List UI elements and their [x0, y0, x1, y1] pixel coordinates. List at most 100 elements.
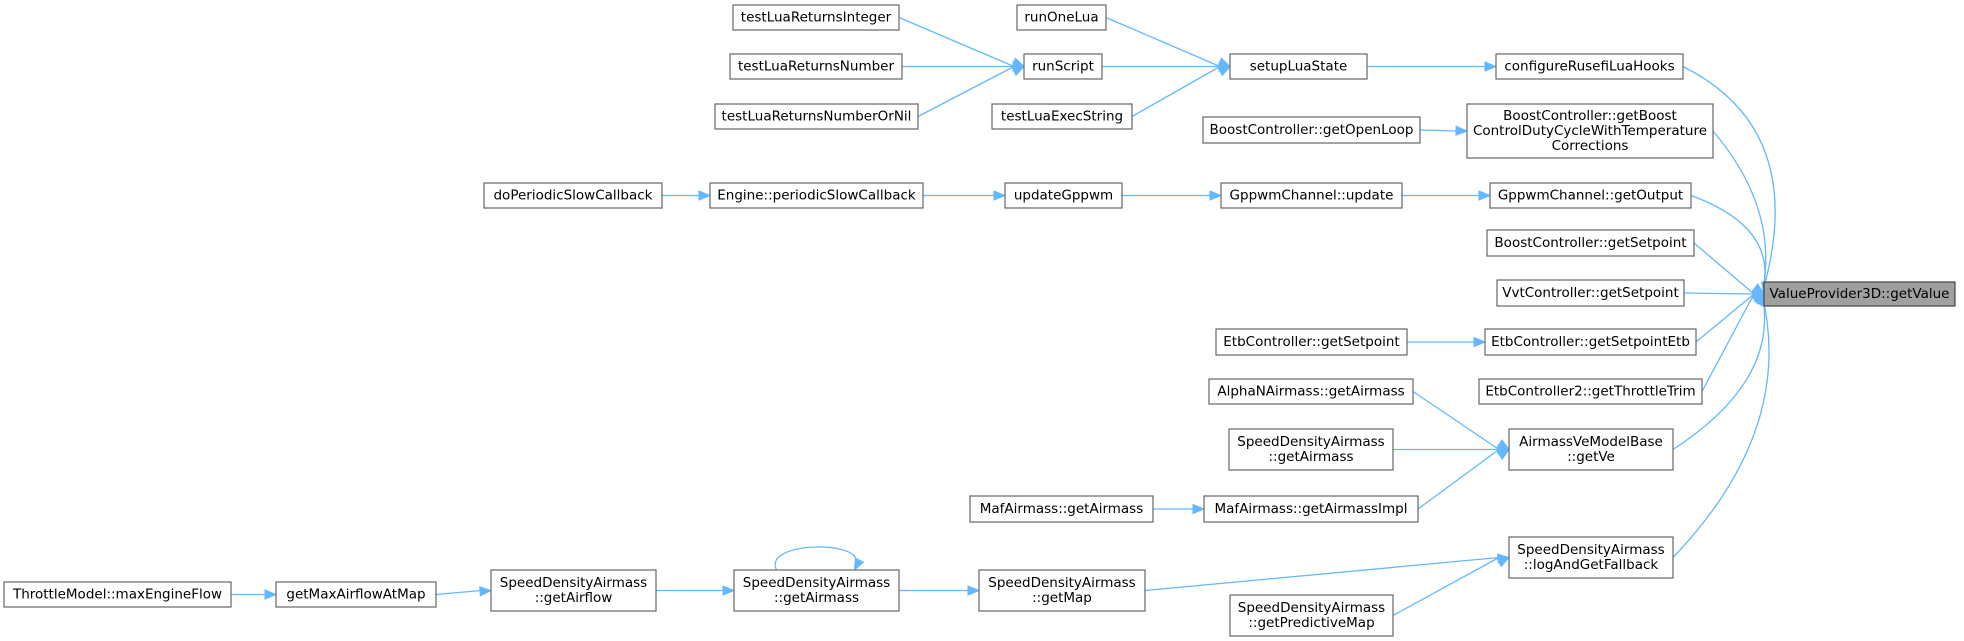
- edge-arrowhead: [1011, 65, 1026, 77]
- node-sd-get-airflow[interactable]: SpeedDensityAirmass::getAirflow: [490, 569, 657, 612]
- node-boost-get-setpoint[interactable]: BoostController::getSetpoint: [1486, 229, 1695, 257]
- node-label: updateGppwm: [1014, 188, 1113, 204]
- call-edges: [231, 16, 1776, 617]
- node-box: [978, 569, 1146, 612]
- node-box: [1228, 428, 1394, 471]
- node-box: [1763, 281, 1956, 307]
- node-sd-get-predictive-map[interactable]: SpeedDensityAirmass::getPredictiveMap: [1229, 594, 1394, 637]
- edge-arrowhead: [1455, 125, 1469, 136]
- edge-arrowhead: [853, 557, 865, 572]
- node-etb-get-setpoint[interactable]: EtbController::getSetpoint: [1215, 328, 1408, 356]
- node-update-gppwm[interactable]: updateGppwm: [1004, 182, 1123, 209]
- edge-line: [1672, 293, 1766, 451]
- node-boost-get-boost[interactable]: BoostController::getBoostControlDutyCycl…: [1466, 103, 1714, 159]
- edge-arrowhead: [722, 585, 736, 596]
- node-box: [714, 103, 919, 130]
- node-etb2get-throttle-trim[interactable]: EtbController2::getThrottleTrim: [1478, 378, 1703, 405]
- edge-airmass-get-ve-to-root: [1672, 292, 1772, 451]
- node-label: SpeedDensityAirmass: [988, 575, 1135, 591]
- node-box: [1208, 378, 1414, 405]
- edge-line: [1690, 194, 1766, 295]
- node-airmass-get-ve[interactable]: AirmassVeModelBase::getVe: [1508, 428, 1674, 471]
- node-box: [1489, 182, 1692, 209]
- edge-arrowhead: [1209, 190, 1223, 201]
- node-vvt-get-setpoint[interactable]: VvtController::getSetpoint: [1496, 279, 1685, 307]
- node-gppwm-get-output[interactable]: GppwmChannel::getOutput: [1489, 182, 1692, 209]
- edge-test-lua-returns-integer-to-run-script: [898, 16, 1026, 68]
- node-label: SpeedDensityAirmass: [1517, 542, 1664, 558]
- node-label: testLuaReturnsNumber: [738, 59, 895, 75]
- node-do-periodic-slow-callback[interactable]: doPeriodicSlowCallback: [483, 182, 663, 209]
- node-box: [1466, 103, 1714, 159]
- edge-line: [1131, 65, 1221, 118]
- edge-arrowhead: [1496, 448, 1511, 461]
- node-sd-log-and-get-fallback[interactable]: SpeedDensityAirmass::logAndGetFallback: [1508, 536, 1674, 579]
- node-gppwm-update[interactable]: GppwmChannel::update: [1220, 182, 1403, 209]
- node-label: ::getAirflow: [535, 590, 613, 606]
- node-throttle-max-engine-flow[interactable]: ThrottleModel::maxEngineFlow: [3, 581, 232, 608]
- node-label: SpeedDensityAirmass: [1238, 600, 1385, 616]
- node-sd-get-airmass-left[interactable]: SpeedDensityAirmass::getAirmass: [733, 569, 900, 612]
- node-label: ::getVe: [1567, 449, 1615, 465]
- node-label: ::getMap: [1032, 590, 1092, 606]
- edge-line: [917, 65, 1015, 118]
- node-test-lua-returns-integer[interactable]: testLuaReturnsInteger: [732, 4, 900, 31]
- edge-boost-get-boost-to-root: [1712, 130, 1772, 296]
- node-maf-get-airmass[interactable]: MafAirmass::getAirmass: [969, 495, 1154, 523]
- node-label: ::getAirmass: [774, 590, 859, 606]
- node-label: BoostController::getSetpoint: [1494, 235, 1686, 251]
- node-sd-get-airmass-mid[interactable]: SpeedDensityAirmass::getAirmass: [1228, 428, 1394, 471]
- edge-etb-get-setpoint-etb-to-root: [1695, 293, 1766, 343]
- edge-arrowhead: [698, 190, 712, 201]
- edge-line: [898, 16, 1015, 68]
- node-root[interactable]: ValueProvider3D::getValue: [1763, 281, 1956, 307]
- edge-line: [774, 546, 857, 571]
- edge-line: [1693, 242, 1755, 295]
- edge-setup-lua-state-to-configure-rusefi-lua-hooks: [1367, 61, 1498, 72]
- edge-get-max-airflow-at-map-to-sd-get-airflow: [435, 586, 493, 597]
- node-label: runOneLua: [1024, 10, 1098, 26]
- node-run-script[interactable]: runScript: [1023, 53, 1103, 80]
- node-test-lua-returns-number[interactable]: testLuaReturnsNumber: [729, 53, 903, 80]
- node-boost-get-open-loop[interactable]: BoostController::getOpenLoop: [1202, 116, 1421, 144]
- node-run-one-lua[interactable]: runOneLua: [1016, 4, 1107, 31]
- node-label: Corrections: [1552, 138, 1629, 154]
- node-box: [1495, 53, 1684, 80]
- node-box: [1486, 229, 1695, 257]
- node-label: VvtController::getSetpoint: [1502, 285, 1679, 301]
- node-configure-rusefi-lua-hooks[interactable]: configureRusefiLuaHooks: [1495, 53, 1684, 80]
- node-get-max-airflow-at-map[interactable]: getMaxAirflowAtMap: [275, 581, 437, 608]
- node-box: [1220, 182, 1403, 209]
- node-etb-get-setpoint-etb[interactable]: EtbController::getSetpointEtb: [1484, 328, 1697, 356]
- node-box: [1023, 53, 1103, 80]
- node-setup-lua-state[interactable]: setupLuaState: [1229, 53, 1368, 80]
- edge-arrowhead: [1217, 65, 1232, 77]
- edge-line: [1419, 129, 1458, 132]
- node-label: Engine::periodicSlowCallback: [717, 188, 916, 204]
- edge-line: [1417, 448, 1500, 510]
- node-maf-get-airmass-impl[interactable]: MafAirmass::getAirmassImpl: [1203, 495, 1419, 523]
- node-alpha-nget-airmass[interactable]: AlphaNAirmass::getAirmass: [1208, 378, 1414, 405]
- node-engine-periodic-slow-callback[interactable]: Engine::periodicSlowCallback: [709, 182, 924, 209]
- node-label: testLuaReturnsNumberOrNil: [722, 109, 912, 125]
- edge-arrowhead: [479, 586, 493, 597]
- edge-test-lua-returns-number-or-nil-to-run-script: [917, 65, 1026, 118]
- node-box: [1484, 328, 1697, 356]
- node-label: testLuaExecString: [1001, 109, 1123, 125]
- node-label: ThrottleModel::maxEngineFlow: [12, 587, 222, 603]
- edge-sd-get-airmass-left-to-sd-get-airmass-left: [774, 546, 865, 572]
- edge-line: [1682, 65, 1776, 295]
- node-label: ControlDutyCycleWithTemperature: [1473, 123, 1707, 139]
- node-label: GppwmChannel::update: [1230, 188, 1394, 204]
- edge-line: [1144, 556, 1500, 592]
- edge-arrowhead: [264, 589, 278, 600]
- edge-configure-rusefi-lua-hooks-to-root: [1682, 65, 1776, 296]
- node-test-lua-exec-string[interactable]: testLuaExecString: [991, 103, 1133, 130]
- edge-boost-get-open-loop-to-boost-get-boost: [1419, 125, 1469, 136]
- edge-throttle-max-engine-flow-to-get-max-airflow-at-map: [231, 589, 278, 600]
- node-test-lua-returns-number-or-nil[interactable]: testLuaReturnsNumberOrNil: [714, 103, 919, 130]
- node-label: AlphaNAirmass::getAirmass: [1217, 384, 1404, 400]
- node-sd-get-map[interactable]: SpeedDensityAirmass::getMap: [978, 569, 1146, 612]
- node-box: [969, 495, 1154, 523]
